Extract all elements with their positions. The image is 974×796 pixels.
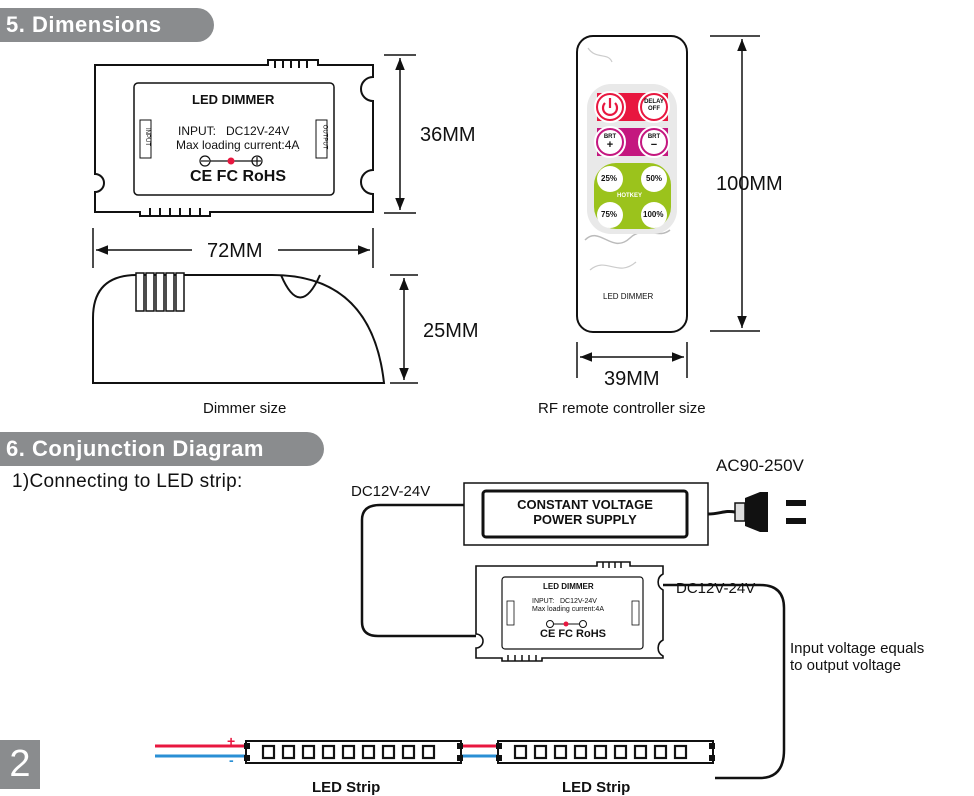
- section-title-dimensions: 5. Dimensions: [0, 8, 214, 42]
- dimmer-cert-marks: CE FC RoHS: [190, 168, 286, 185]
- small-dimmer-current-spec: Max loading current:4A: [532, 606, 604, 613]
- remote-btn-50: 50%: [646, 174, 663, 183]
- dimmer-side-view: [92, 272, 386, 384]
- remote-width-label: 39MM: [604, 368, 660, 390]
- remote-label: LED DIMMER: [603, 292, 654, 301]
- polarity-minus: -: [229, 752, 234, 768]
- small-dimmer-marks: CE FC RoHS: [540, 628, 606, 640]
- wires: [360, 503, 786, 780]
- rf-remote: [576, 35, 688, 333]
- dimmer-label: LED DIMMER: [192, 92, 275, 107]
- dimmer-height-label: 36MM: [420, 124, 476, 146]
- plus-text: +: [606, 139, 614, 151]
- remote-delay-label: DELAY OFF: [644, 99, 664, 113]
- remote-caption: RF remote controller size: [538, 400, 706, 417]
- ac-voltage-label: AC90-250V: [716, 456, 804, 475]
- dimmer-caption: Dimmer size: [203, 400, 287, 417]
- led-chips: [261, 744, 688, 760]
- dimmer-current-spec: Max loading current:4A: [176, 138, 300, 152]
- off-text: OFF: [648, 106, 660, 112]
- remote-brt-plus: BRT +: [603, 133, 617, 151]
- remote-btn-25: 25%: [601, 174, 618, 183]
- dimmer-depth-label: 25MM: [423, 320, 479, 342]
- dimmer-width-label: 72MM: [207, 240, 263, 262]
- remote-btn-100: 100%: [643, 210, 664, 219]
- led-strip-2-caption: LED Strip: [562, 779, 631, 796]
- page-number: 2: [0, 740, 40, 789]
- dimmer-output-tag: OUTPUT: [321, 124, 328, 150]
- dimmer-input-spec: INPUT: DC12V-24V: [178, 124, 290, 138]
- psu-line-2: POWER SUPPLY: [533, 512, 637, 527]
- remote-height-label: 100MM: [716, 173, 783, 195]
- remote-dimension-lines: [576, 35, 760, 378]
- brt-text: BRT: [647, 134, 661, 140]
- dimmer-top-view: [94, 59, 374, 217]
- small-dimmer-input-spec: INPUT: DC12V-24V: [532, 598, 597, 605]
- voltage-note: Input voltage equals to output voltage: [790, 640, 924, 674]
- input-leads: [155, 744, 498, 758]
- led-strip-1-caption: LED Strip: [312, 779, 381, 796]
- brt-text: BRT: [603, 134, 617, 140]
- dimmer-input-tag: INPUT: [144, 128, 150, 146]
- minus-text: −: [650, 139, 658, 151]
- power-supply-label: CONSTANT VOLTAGE POWER SUPPLY: [483, 497, 687, 527]
- dimmer-small: [475, 561, 664, 662]
- ac-plug: [707, 492, 806, 532]
- remote-brt-minus: BRT −: [647, 133, 661, 151]
- section-title-conjunction: 6. Conjunction Diagram: [0, 432, 324, 466]
- power-supply: [463, 482, 709, 546]
- note-line-2: to output voltage: [790, 657, 901, 674]
- dc-output-label: DC12V-24V: [676, 580, 756, 597]
- psu-line-1: CONSTANT VOLTAGE: [517, 497, 653, 512]
- remote-hotkey: HOTKEY: [617, 193, 643, 199]
- delay-text: DELAY: [644, 99, 664, 105]
- polarity-plus: +: [227, 733, 236, 749]
- step-1-label: 1)Connecting to LED strip:: [12, 471, 243, 492]
- note-line-1: Input voltage equals: [790, 640, 925, 657]
- dc-input-label: DC12V-24V: [351, 483, 431, 500]
- remote-btn-75: 75%: [601, 210, 618, 219]
- dimmer-dimension-lines: [92, 54, 418, 384]
- small-dimmer-label: LED DIMMER: [543, 582, 594, 591]
